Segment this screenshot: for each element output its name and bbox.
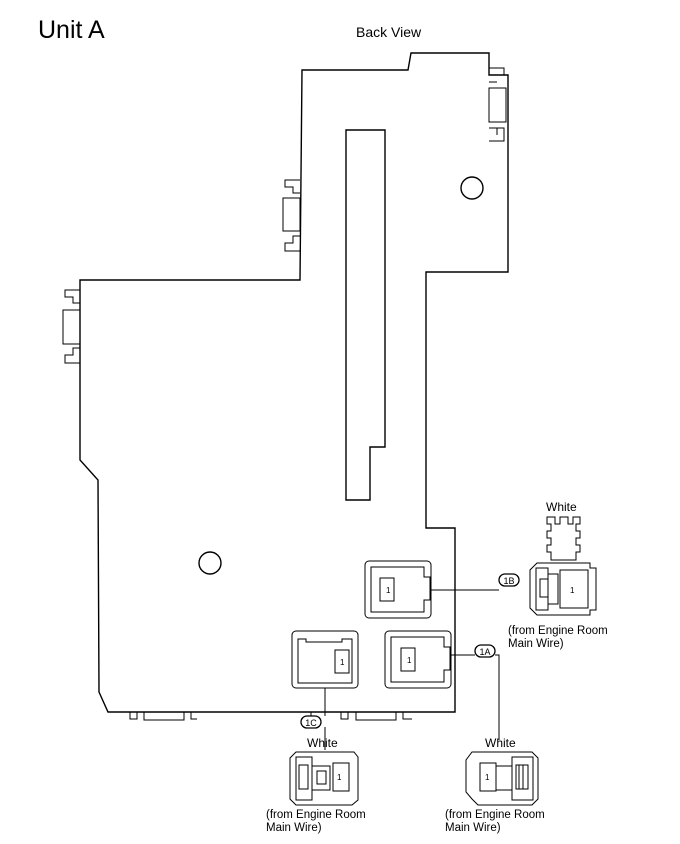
color-label-1C: White [307,736,338,750]
socket-1B [364,560,432,619]
leader-1A [451,654,500,740]
tag-1A-bubble: 1A [474,644,496,658]
tag-1B-bubble: 1B [498,573,520,587]
color-label-1A: White [485,736,516,750]
tag-1B: 1B [503,576,514,586]
socket-1B-pin: 1 [386,586,391,595]
socket-1A-pin: 1 [407,656,412,665]
unit-body-outline [79,52,509,713]
leader-1C [310,688,326,750]
mounting-hole-upper [460,176,484,200]
tag-1A: 1A [479,647,490,657]
center-slot [345,129,386,501]
bottom-clip-left [129,711,197,721]
side-clip-upper [282,179,301,252]
harness-1A-pin: 1 [485,773,490,782]
side-clip-left [62,289,81,364]
harness-1C-pin: 1 [337,773,342,782]
bottom-clip-right [340,711,412,721]
harness-connector-1B-top [546,516,581,561]
socket-1C-pin: 1 [340,658,345,667]
view-label: Back View [356,24,422,40]
socket-1C [291,630,359,689]
tag-1C: 1C [305,718,317,728]
source-note-1B: (from Engine Room Main Wire) [508,625,608,650]
socket-1A [384,630,452,689]
mounting-hole-lower [198,551,222,575]
side-clip-right [488,67,507,142]
harness-connector-1B [529,562,597,616]
harness-1B-pin: 1 [570,586,575,595]
tag-1C-bubble: 1C [300,715,322,729]
source-note-1C: (from Engine Room Main Wire) [266,809,366,834]
harness-connector-1C [289,751,359,806]
unit-title: Unit A [38,16,105,44]
harness-connector-1A [465,751,539,806]
source-note-1A: (from Engine Room Main Wire) [445,809,545,834]
color-label-1B: White [546,500,577,514]
